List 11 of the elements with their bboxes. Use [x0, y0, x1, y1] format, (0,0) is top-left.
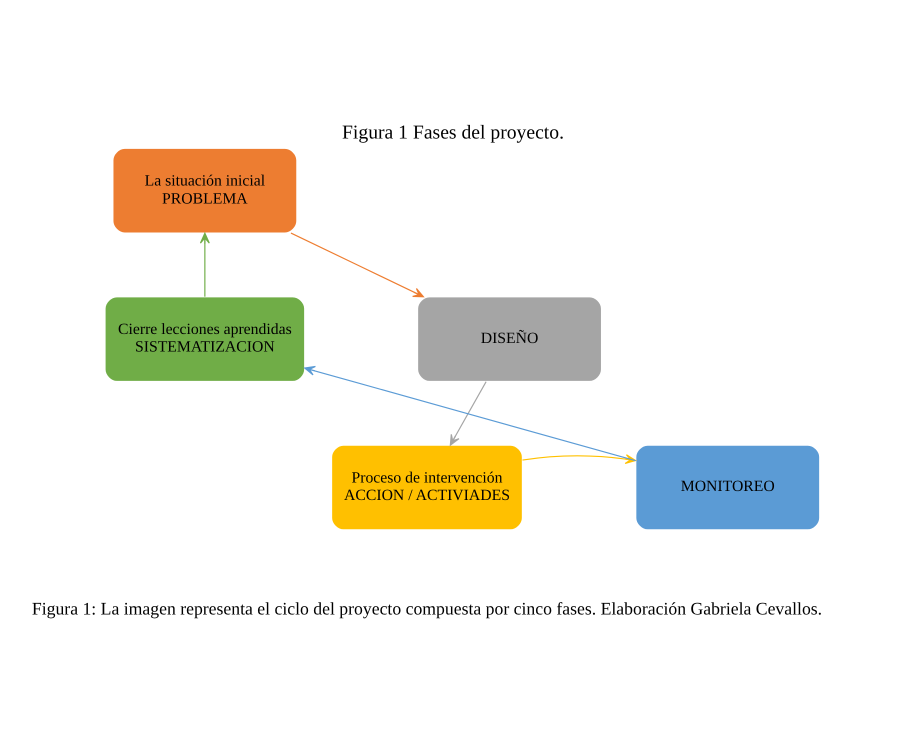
caption: Figura 1: La imagen representa el ciclo del proyecto compuesta por cinco fases. Elaboración Gabriela Cevallos.: [32, 598, 822, 619]
diagram-title: Figura 1 Fases del proyecto.: [342, 122, 564, 144]
node-box: La situación inicial PROBLEMA: [112, 148, 298, 234]
node-box: MONITOREO: [635, 444, 820, 530]
node-box: DISEÑO: [417, 296, 602, 382]
arrow: [304, 366, 636, 462]
arrow: [200, 232, 210, 297]
node-box: Cierre lecciones aprendidas SISTEMATIZACION: [104, 296, 306, 382]
arrow: [290, 232, 424, 298]
arrow: [450, 381, 487, 446]
node-box: Proceso de intervención ACCION / ACTIVIADES: [331, 444, 523, 530]
